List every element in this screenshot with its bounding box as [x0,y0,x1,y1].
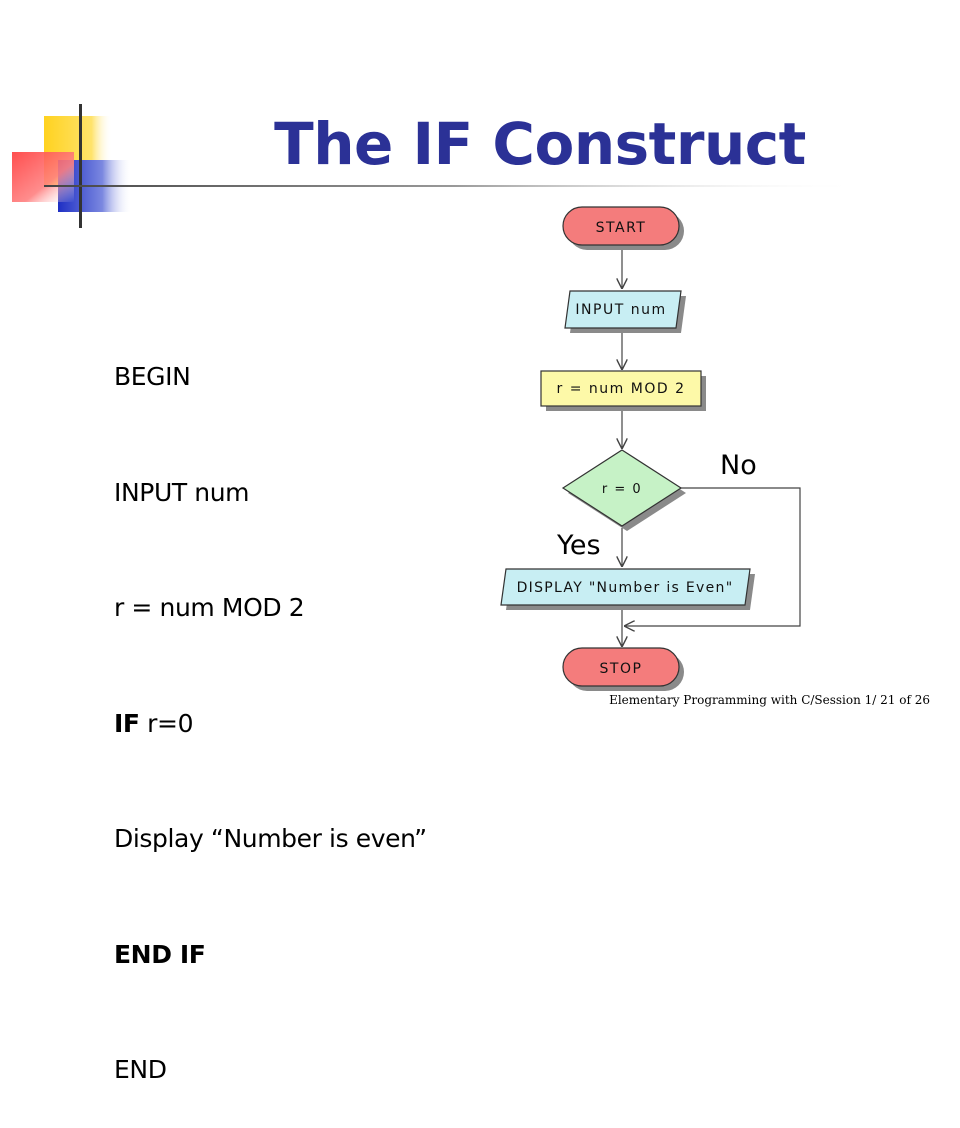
deco-red-square [12,152,74,202]
connector-decision-no [624,487,801,626]
stop-terminator [562,647,680,687]
slide-footer: Elementary Programming with C/Session 1/… [609,693,930,707]
output-label: DISPLAY "Number is Even" [517,580,734,596]
decision-diamond [561,449,683,527]
code-line-display: Display “Number is even” [114,824,427,853]
process-rectangle [540,370,702,407]
code-line-end: END [114,1055,167,1084]
stop-label: STOP [600,661,643,677]
output-parallelogram [500,568,751,606]
start-terminator [562,206,680,246]
flowchart: START INPUT num r = num MOD 2 r = 0 DISP… [500,206,801,691]
code-end-if-keyword: END IF [114,939,206,969]
decision-label: r = 0 [602,482,642,497]
yes-branch-label: Yes [557,530,601,561]
code-line-input: INPUT num [114,477,250,507]
deco-horizontal-line [44,185,864,187]
start-label: START [596,220,647,236]
input-label: INPUT num [575,302,666,318]
input-parallelogram [564,290,682,329]
corner-decoration [12,104,864,228]
code-line-assign: r = num MOD 2 [114,593,305,622]
process-label: r = num MOD 2 [557,381,686,397]
slide-title: The IF Construct [274,110,806,178]
code-line-end-if: END IF [114,936,427,975]
code-line-begin: BEGIN [114,362,191,391]
no-branch-label: No [720,450,757,481]
deco-vertical-line [79,104,82,228]
